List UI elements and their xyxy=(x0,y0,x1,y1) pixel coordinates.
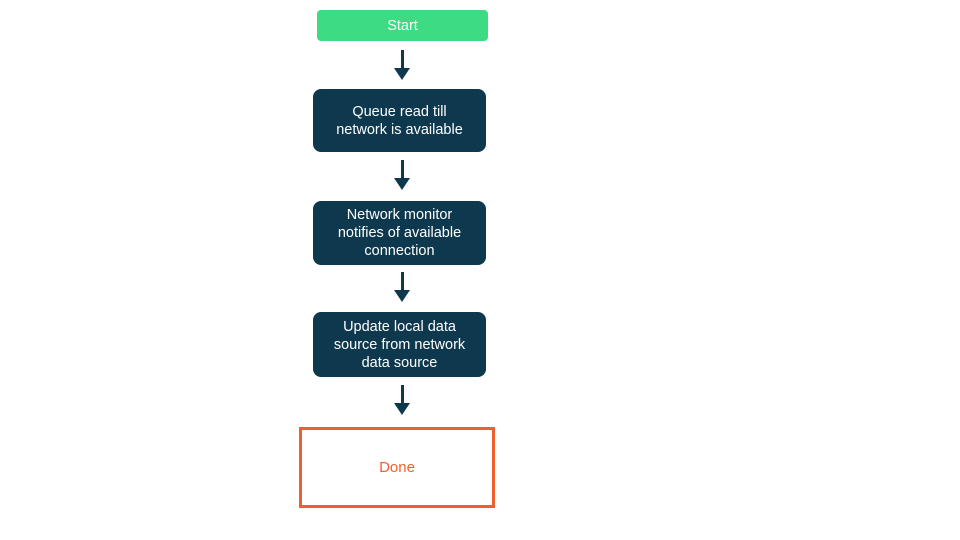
arrow-down-icon xyxy=(394,50,410,80)
flow-node-network-monitor: Network monitor notifies of available co… xyxy=(313,201,486,265)
flow-node-update-local-data: Update local data source from network da… xyxy=(313,312,486,377)
flow-node-done: Done xyxy=(299,427,495,508)
arrow-stem xyxy=(400,385,404,403)
arrow-down-icon xyxy=(394,385,410,415)
flow-node-queue-read: Queue read till network is available xyxy=(313,89,486,152)
arrow-stem xyxy=(400,272,404,290)
arrow-stem xyxy=(400,50,404,68)
arrow-down-icon xyxy=(394,272,410,302)
arrow-head xyxy=(394,178,410,190)
arrow-head xyxy=(394,403,410,415)
flow-node-start: Start xyxy=(317,10,488,41)
arrow-head xyxy=(394,68,410,80)
arrow-stem xyxy=(400,160,404,178)
arrow-head xyxy=(394,290,410,302)
arrow-down-icon xyxy=(394,160,410,190)
